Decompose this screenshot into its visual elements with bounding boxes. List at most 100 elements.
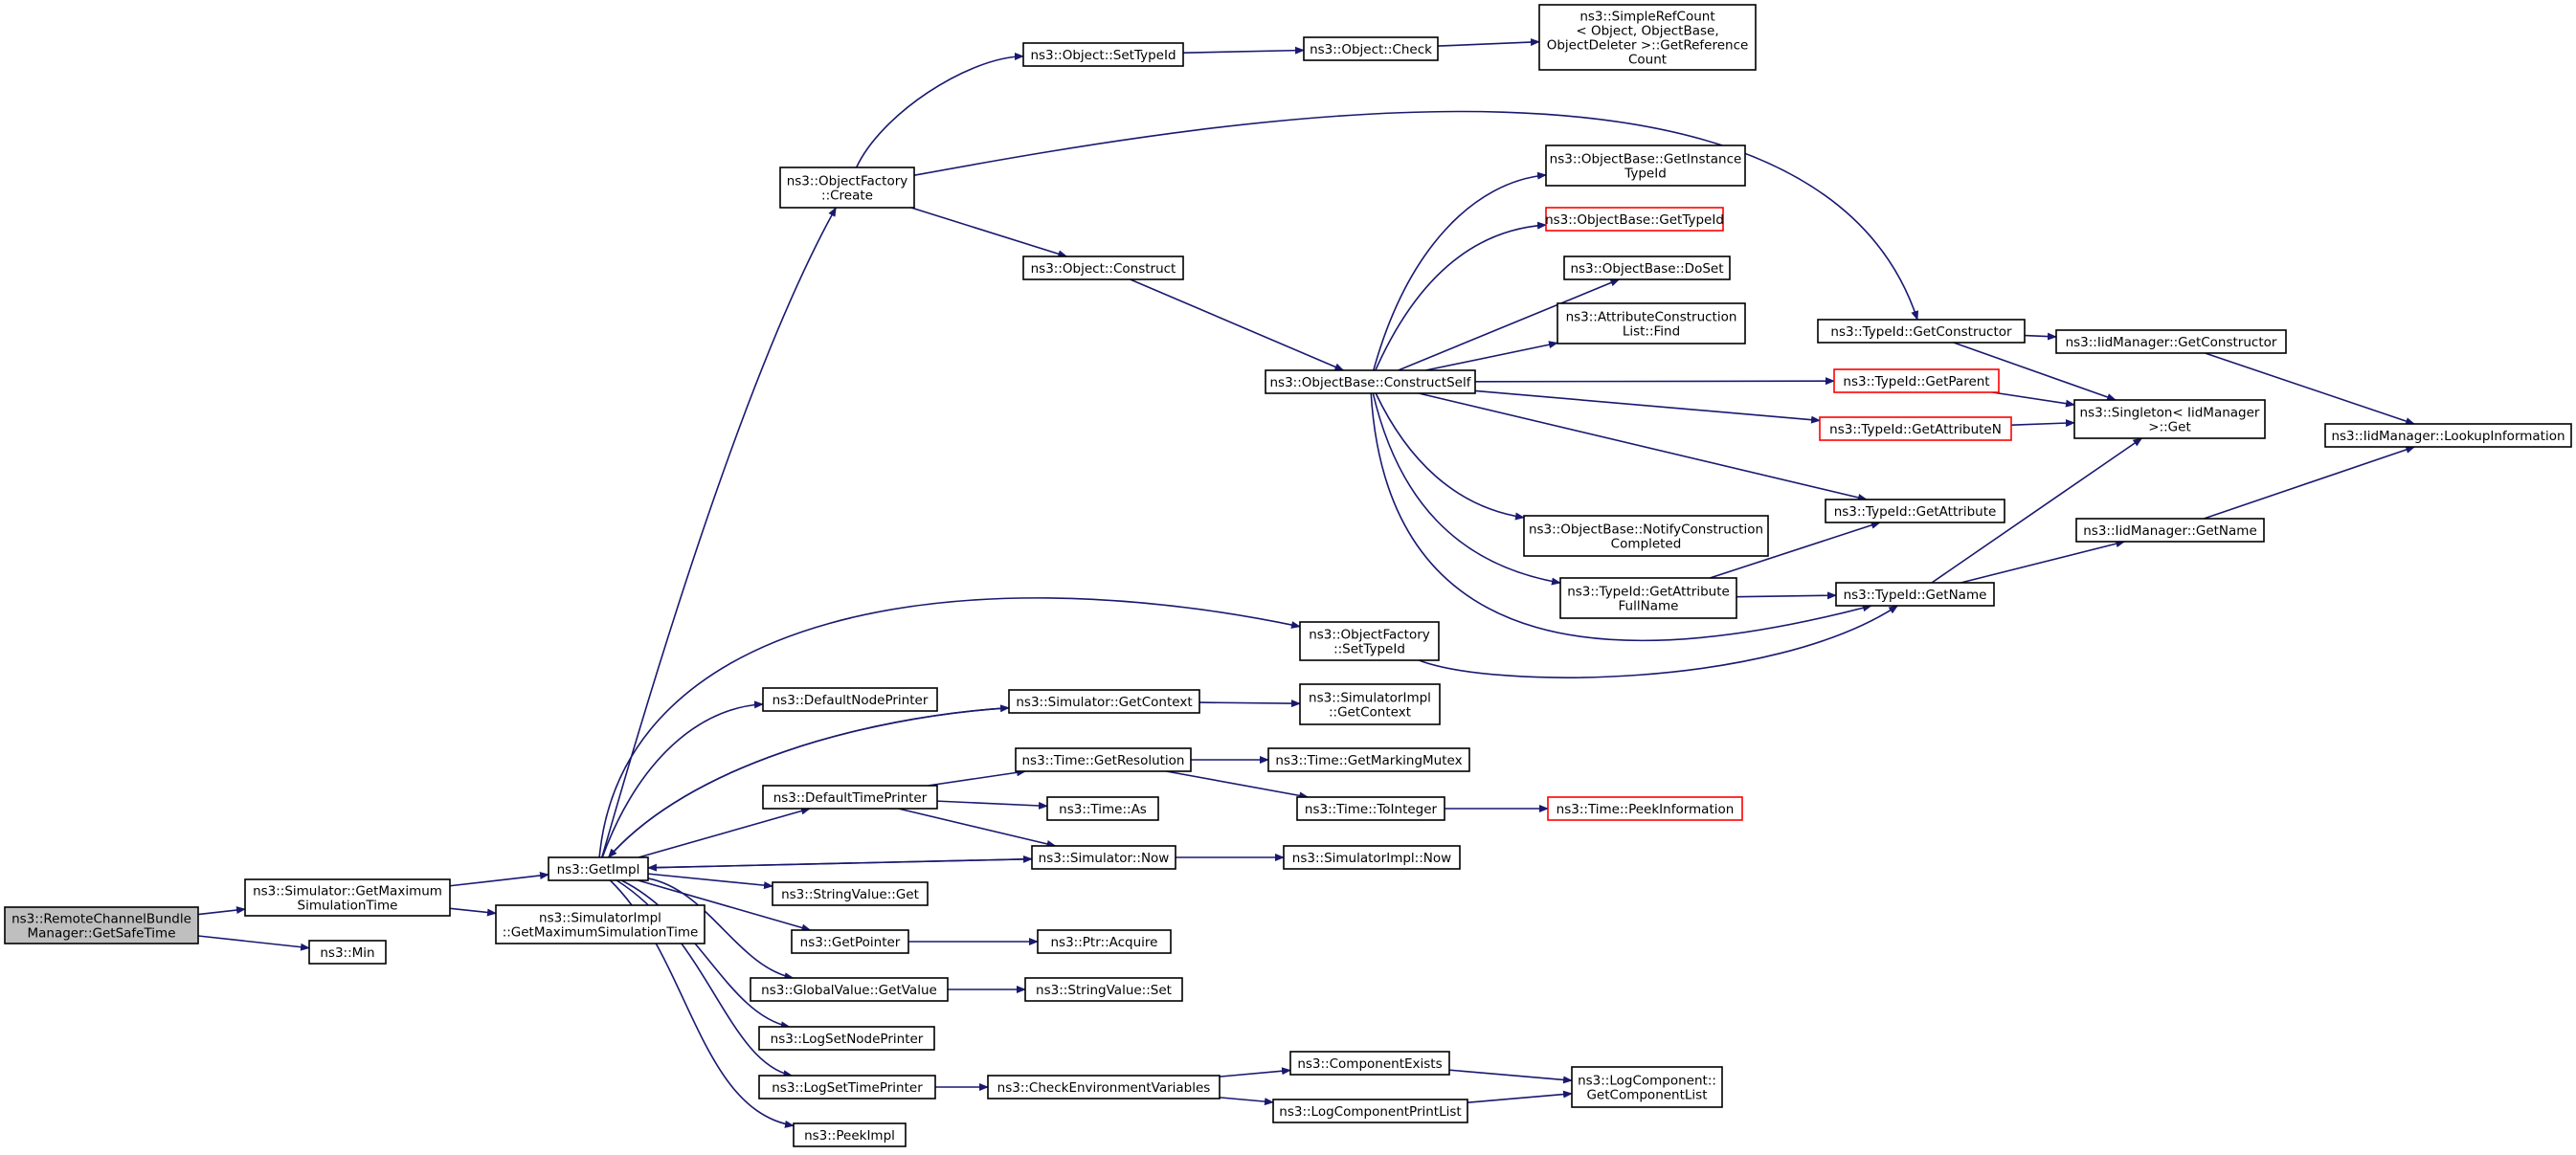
- node-box: [1265, 369, 1476, 394]
- edge-arrow: [2205, 352, 2415, 425]
- edge-getimpl-to-of_create: [600, 207, 837, 858]
- node-min[interactable]: ns3::Min: [308, 940, 387, 965]
- node-label: ::Create: [821, 189, 873, 204]
- node-tid-getparent[interactable]: ns3::TypeId::GetParent: [1833, 368, 2000, 393]
- node-label: ns3::LogSetNodePrinter: [771, 1032, 924, 1047]
- node-ob-constructself[interactable]: ns3::ObjectBase::ConstructSelf: [1265, 369, 1476, 394]
- node-sim-getmax[interactable]: ns3::Simulator::GetMaximumSimulationTime: [244, 878, 451, 917]
- node-logcomponent-getlist[interactable]: ns3::LogComponent::GetComponentList: [1571, 1066, 1723, 1108]
- node-iid-lookup[interactable]: ns3::IidManager::LookupInformation: [2324, 423, 2572, 448]
- node-label: ns3::ObjectBase::NotifyConstruction: [1529, 522, 1763, 538]
- edge-tid_getattrn-to-singleton_get: [2010, 419, 2075, 428]
- node-box: [791, 929, 909, 954]
- node-box: [1272, 1099, 1468, 1123]
- node-iid-getname[interactable]: ns3::IidManager::GetName: [2075, 518, 2265, 543]
- edge-arrow: [2203, 446, 2416, 520]
- node-time-as[interactable]: ns3::Time::As: [1046, 796, 1159, 821]
- edge-iid_getconstructor-to-iid_lookup: [2205, 352, 2415, 425]
- edge-sim_getcontext-to-getimpl: [607, 706, 1010, 858]
- node-label: ns3::GetImpl: [557, 862, 640, 877]
- node-label: Manager::GetSafeTime: [27, 926, 175, 942]
- node-simplerefcount[interactable]: ns3::SimpleRefCount< Object, ObjectBase,…: [1538, 4, 1757, 71]
- node-time-peekinfo[interactable]: ns3::Time::PeekInformation: [1547, 796, 1743, 821]
- node-box: [1031, 845, 1176, 870]
- node-stringvalue-set[interactable]: ns3::StringValue::Set: [1024, 977, 1183, 1002]
- node-tid-getconstructor[interactable]: ns3::TypeId::GetConstructor: [1817, 319, 2026, 344]
- node-time-getresolution[interactable]: ns3::Time::GetResolution: [1015, 747, 1192, 772]
- edge-arrow: [647, 873, 773, 890]
- node-peekimpl[interactable]: ns3::PeekImpl: [793, 1122, 907, 1147]
- node-defaultnodeprinter[interactable]: ns3::DefaultNodePrinter: [762, 687, 938, 712]
- edge-arrow: [1219, 1097, 1274, 1106]
- edge-iid_getname-to-iid_lookup: [2203, 446, 2416, 520]
- node-getpointer[interactable]: ns3::GetPointer: [791, 929, 909, 954]
- edge-arrow: [600, 207, 837, 858]
- node-label: ns3::LogComponent::: [1578, 1074, 1716, 1089]
- node-sim-getcontext[interactable]: ns3::Simulator::GetContext: [1008, 689, 1200, 714]
- node-defaulttimeprinter[interactable]: ns3::DefaultTimePrinter: [762, 785, 938, 810]
- node-label: Completed: [1611, 537, 1682, 552]
- node-box: [495, 904, 706, 944]
- node-label: ns3::TypeId::GetAttributeN: [1829, 422, 2002, 437]
- edge-arrow: [1960, 540, 2126, 584]
- node-obj-construct[interactable]: ns3::Object::Construct: [1022, 255, 1184, 280]
- node-componentexists[interactable]: ns3::ComponentExists: [1289, 1051, 1450, 1076]
- edge-arrow: [1474, 389, 1821, 424]
- edge-arrow: [1474, 377, 1835, 386]
- node-sim-now[interactable]: ns3::Simulator::Now: [1031, 845, 1176, 870]
- node-box: [1545, 207, 1724, 232]
- node-label: ns3::Simulator::GetMaximum: [253, 884, 442, 900]
- edge-defaulttimeprinter-to-time_getresolution: [928, 768, 1027, 787]
- node-ob-doset[interactable]: ns3::ObjectBase::DoSet: [1563, 255, 1731, 280]
- node-singleton-get[interactable]: ns3::Singleton< IidManager >::Get: [2073, 399, 2266, 439]
- node-logcomponentprintlist[interactable]: ns3::LogComponentPrintList: [1272, 1099, 1468, 1123]
- node-simimpl-getcontext[interactable]: ns3::SimulatorImpl::GetContext: [1299, 683, 1441, 725]
- edge-defaulttimeprinter-to-sim_now: [898, 808, 1057, 848]
- node-label: ns3::Time::ToInteger: [1305, 802, 1438, 817]
- node-label: ns3::GlobalValue::GetValue: [761, 983, 937, 998]
- node-of-create[interactable]: ns3::ObjectFactory::Create: [779, 167, 915, 209]
- node-box: [1545, 144, 1746, 187]
- node-simimpl-now[interactable]: ns3::SimulatorImpl::Now: [1283, 845, 1461, 870]
- node-stringvalue-get[interactable]: ns3::StringValue::Get: [772, 881, 929, 906]
- edge-tid_getname-to-singleton_get: [1931, 437, 2143, 584]
- node-tid-getattribute[interactable]: ns3::TypeId::GetAttribute: [1825, 499, 2005, 523]
- node-iid-getconstructor[interactable]: ns3::IidManager::GetConstructor: [2055, 329, 2287, 354]
- edge-of_settypeid-to-tid_getname: [1419, 605, 1899, 678]
- edge-arrow: [638, 807, 811, 858]
- node-box: [1303, 36, 1439, 61]
- node-label: ::GetContext: [1329, 705, 1411, 721]
- edge-sim_now-to-getimpl: [647, 857, 1033, 872]
- node-ob-notify[interactable]: ns3::ObjectBase::NotifyConstructionCompl…: [1523, 515, 1769, 557]
- edge-time_getresolution-to-time_tointeger: [1166, 770, 1310, 800]
- node-getimpl[interactable]: ns3::GetImpl: [548, 856, 649, 881]
- edge-arrow: [936, 800, 1048, 810]
- node-logsettimeprinter[interactable]: ns3::LogSetTimePrinter: [758, 1075, 936, 1099]
- node-of-settypeid[interactable]: ns3::ObjectFactory::SetTypeId: [1299, 621, 1440, 661]
- node-box: [1557, 302, 1746, 344]
- node-ptr-acquire[interactable]: ns3::Ptr::Acquire: [1037, 929, 1172, 954]
- node-time-getmarkingmutex[interactable]: ns3::Time::GetMarkingMutex: [1267, 747, 1470, 772]
- node-tid-getattrn[interactable]: ns3::TypeId::GetAttributeN: [1819, 416, 2012, 441]
- node-time-tointeger[interactable]: ns3::Time::ToInteger: [1296, 796, 1445, 821]
- node-box: [1538, 4, 1757, 71]
- node-simimpl-getmax[interactable]: ns3::SimulatorImpl::GetMaximumSimulation…: [495, 904, 706, 944]
- edge-tid_getconstructor-to-iid_getconstructor: [2024, 332, 2057, 341]
- edge-of_create-to-tid_getconstructor: [913, 110, 1919, 321]
- node-ob-gettypeid[interactable]: ns3::ObjectBase::GetTypeId: [1545, 207, 1724, 232]
- node-tid-getname[interactable]: ns3::TypeId::GetName: [1835, 582, 1995, 607]
- node-gv-getvalue[interactable]: ns3::GlobalValue::GetValue: [750, 977, 949, 1002]
- node-obj-settypeid[interactable]: ns3::Object::SetTypeId: [1022, 42, 1184, 67]
- node-box: [1037, 929, 1172, 954]
- node-label: ns3::ObjectFactory: [1309, 628, 1430, 643]
- edge-arrow: [1373, 171, 1547, 371]
- edge-arrow: [638, 879, 812, 932]
- node-root: ns3::RemoteChannelBundleManager::GetSafe…: [4, 906, 199, 944]
- node-label: ns3::ObjectFactory: [787, 174, 908, 189]
- node-logsetnodeprinter[interactable]: ns3::LogSetNodePrinter: [758, 1026, 935, 1051]
- node-checkenv[interactable]: ns3::CheckEnvironmentVariables: [987, 1075, 1221, 1099]
- node-obj-check[interactable]: ns3::Object::Check: [1303, 36, 1439, 61]
